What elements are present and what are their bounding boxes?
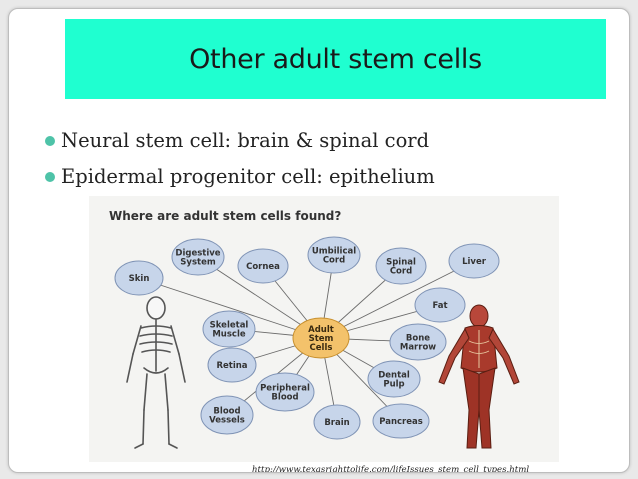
- node-bubble: [375, 247, 427, 285]
- spoke-liver: [320, 260, 475, 339]
- node-bubble: [389, 323, 447, 361]
- skeleton-figure-icon: [126, 296, 186, 449]
- node-bubble: [202, 310, 256, 348]
- bullet-text: Neural stem cell: brain & spinal cord: [61, 128, 430, 152]
- node-label: Cornea: [246, 262, 280, 272]
- title-bar: Other adult stem cells: [65, 19, 606, 99]
- slide-title: Other adult stem cells: [189, 43, 482, 75]
- node-label: Pancreas: [379, 417, 423, 427]
- node-label: Spinal: [386, 258, 416, 268]
- node-label: Bone: [406, 334, 430, 344]
- center-label: Stem: [309, 334, 334, 344]
- node-bubble: [237, 248, 289, 284]
- node-label: Cord: [323, 256, 345, 266]
- center-bubble: [292, 317, 350, 359]
- node-fat: Fat: [414, 287, 466, 323]
- node-pancreas: Pancreas: [372, 403, 430, 439]
- node-label: Vessels: [209, 416, 245, 426]
- source-citation: http://www.texasrighttolife.com/lifeIssu…: [252, 465, 530, 473]
- node-bubble: [313, 404, 361, 440]
- node-label: Fat: [432, 301, 447, 311]
- bullet-list: Neural stem cell: brain & spinal cord Ep…: [45, 122, 435, 194]
- diagram-title: Where are adult stem cells found?: [109, 209, 341, 223]
- node-retina: Retina: [207, 347, 257, 383]
- node-label: Retina: [216, 361, 247, 371]
- spoke-skin: [138, 277, 322, 339]
- node-bubble: [372, 403, 430, 439]
- center-label: Cells: [310, 343, 333, 353]
- node-label: Skeletal: [210, 321, 249, 331]
- node-label: Marrow: [400, 343, 436, 353]
- node-label: Umbilical: [312, 247, 356, 257]
- stem-cell-diagram: Where are adult stem cells found?: [89, 196, 559, 462]
- node-label: Muscle: [212, 330, 246, 340]
- node-label: System: [180, 258, 216, 268]
- node-cornea: Cornea: [237, 248, 289, 284]
- node-skin: Skin: [114, 260, 164, 296]
- bullet-dot-icon: [45, 172, 55, 182]
- node-bubble: [367, 360, 421, 398]
- bullet-dot-icon: [45, 136, 55, 146]
- node-bubble: [255, 372, 315, 412]
- muscle-figure-icon: [438, 304, 520, 449]
- node-bubble: [200, 395, 254, 435]
- node-bubble: [207, 347, 257, 383]
- diagram-canvas: Where are adult stem cells found?: [109, 209, 520, 449]
- node-label: Peripheral: [260, 384, 310, 394]
- bullet-item: Epidermal progenitor cell: epithelium: [45, 158, 435, 194]
- node-liver: Liver: [448, 243, 500, 279]
- node-label: Blood: [213, 407, 240, 417]
- node-label: Digestive: [175, 249, 220, 259]
- node-bubble: [171, 238, 225, 276]
- node-bubble: [307, 236, 361, 274]
- node-bubble: [448, 243, 500, 279]
- node-label: Liver: [462, 257, 487, 267]
- center-label: Adult: [308, 325, 334, 335]
- node-label: Dental: [378, 371, 410, 381]
- node-label: Blood: [271, 393, 298, 403]
- bullet-item: Neural stem cell: brain & spinal cord: [45, 122, 435, 158]
- node-label: Skin: [129, 274, 150, 284]
- node-label: Cord: [390, 267, 412, 277]
- node-bubble: [414, 287, 466, 323]
- bullet-text: Epidermal progenitor cell: epithelium: [61, 164, 435, 188]
- slide: Other adult stem cells Neural stem cell:…: [8, 8, 630, 473]
- node-brain: Brain: [313, 404, 361, 440]
- node-label: Pulp: [383, 380, 404, 390]
- node-bubble: [114, 260, 164, 296]
- node-label: Brain: [324, 418, 349, 428]
